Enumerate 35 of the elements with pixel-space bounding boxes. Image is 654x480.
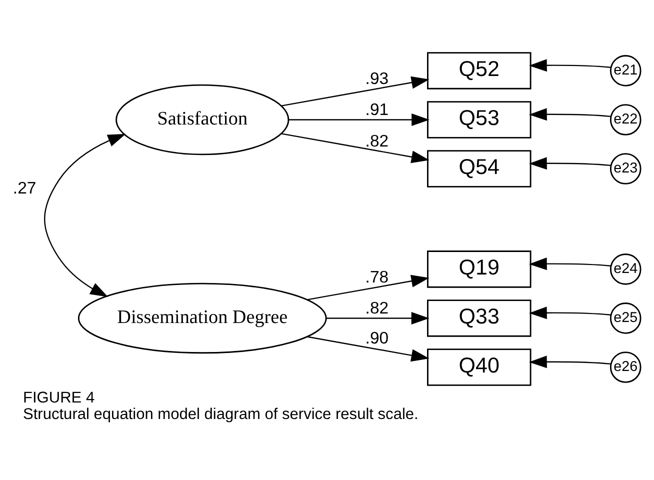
arrow <box>44 133 126 297</box>
node-box: Q40 <box>427 348 532 386</box>
edge-label: .91 <box>365 100 389 119</box>
node-box: Q54 <box>427 150 532 187</box>
node-box: Q19 <box>427 250 532 288</box>
arrow <box>326 311 430 324</box>
arrow <box>307 274 430 300</box>
node-circle: e23 <box>610 152 642 184</box>
edge-label: .93 <box>365 68 389 88</box>
caption: Structural equation model diagram of service result scale. <box>23 406 418 423</box>
arrow <box>281 132 430 163</box>
arrow <box>528 355 611 368</box>
node-circle: e25 <box>610 302 642 334</box>
node-circle: e24 <box>610 253 642 284</box>
arrow <box>528 58 611 72</box>
edge-label: .82 <box>365 130 389 150</box>
arrow <box>281 76 430 106</box>
edge-label: .90 <box>365 328 389 348</box>
diagram-title: FIGURE 4 <box>23 388 95 406</box>
node-ellipse: Satisfaction <box>116 84 290 155</box>
node-box: Q52 <box>427 52 532 89</box>
node-circle: e26 <box>610 351 642 382</box>
arrow <box>288 112 430 126</box>
arrow <box>528 108 611 120</box>
edge-label: .82 <box>365 298 389 318</box>
edge-label: .78 <box>365 267 389 286</box>
node-circle: e21 <box>610 54 642 86</box>
node-circle: e22 <box>610 104 642 135</box>
node-box: Q33 <box>427 299 532 336</box>
edge-label: .27 <box>12 178 36 198</box>
arrow <box>528 257 611 270</box>
node-box: Q53 <box>427 100 532 138</box>
arrow <box>528 306 611 319</box>
arrow <box>528 156 611 170</box>
arrow <box>307 336 430 362</box>
